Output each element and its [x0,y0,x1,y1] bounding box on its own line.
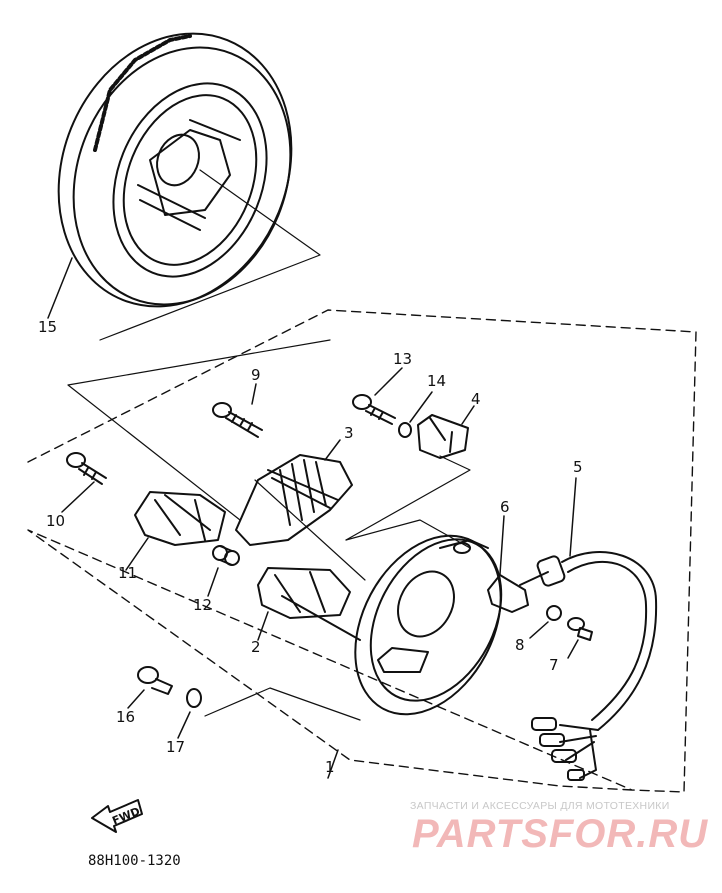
callout-5: 5 [573,458,583,476]
screw-16 [137,666,173,695]
callout-14: 14 [427,372,447,390]
leader-2 [257,611,269,641]
bolt-10 [66,452,107,485]
callout-1: 1 [325,758,335,776]
fwd-label: FWD [110,805,142,828]
leader-3 [324,439,341,461]
collar-12 [212,545,240,566]
callout-13: 13 [393,350,413,368]
coil-4-guide [345,455,471,541]
callout-9: 9 [251,366,261,384]
callout-12: 12 [193,596,213,614]
lead-wire-5 [519,550,658,781]
leader-1 [327,749,339,779]
callout-15: 15 [38,318,58,336]
bolt-9 [212,402,263,438]
callout-2: 2 [251,638,261,656]
bolt-13 [352,394,396,425]
leader-15 [47,257,73,319]
callout-17: 17 [166,738,186,756]
leader-8 [529,621,549,639]
callout-7: 7 [549,656,559,674]
flywheel-rotor [57,32,293,308]
leader-10 [61,481,95,513]
lead-wire-clamp-6 [487,574,529,613]
leader-14 [409,391,433,423]
forward-arrow-icon: FWD [91,799,143,833]
washer-17-guide [204,687,361,721]
leader-17 [177,711,191,739]
callout-16: 16 [116,708,136,726]
source-coil-2 [257,567,361,641]
washer-14 [398,422,412,438]
leader-6 [499,515,505,575]
leader-16 [127,689,145,709]
leader-11 [125,537,149,571]
washer-17 [186,688,202,708]
screw-7 [567,617,593,641]
rotor-projection-line [99,169,321,341]
callout-10: 10 [46,512,66,530]
leader-9 [251,383,257,405]
leader-5 [569,477,577,557]
leader-7 [567,639,579,659]
watermark-tagline: ЗАПЧАСТИ И АКСЕССУАРЫ ДЛЯ МОТОТЕХНИКИ [410,800,670,812]
callout-3: 3 [344,424,354,442]
pickup-coil-4 [417,414,469,459]
source-coil-11 [134,491,226,546]
leader-4 [461,405,475,425]
assembly-guide-lines [67,339,331,521]
diagram-code: 88H100-1320 [88,853,181,869]
callout-6: 6 [500,498,510,516]
assembly-boundary-dashed [27,309,697,793]
leader-12 [207,567,219,597]
charge-coil-3 [235,454,353,546]
callout-4: 4 [471,390,481,408]
leader-13 [374,367,403,396]
washer-8 [546,605,562,621]
watermark-logo: PARTSFOR.RU [412,812,709,856]
stator-base-plate-1 [354,534,503,716]
callout-8: 8 [515,636,525,654]
callout-11: 11 [118,564,138,582]
